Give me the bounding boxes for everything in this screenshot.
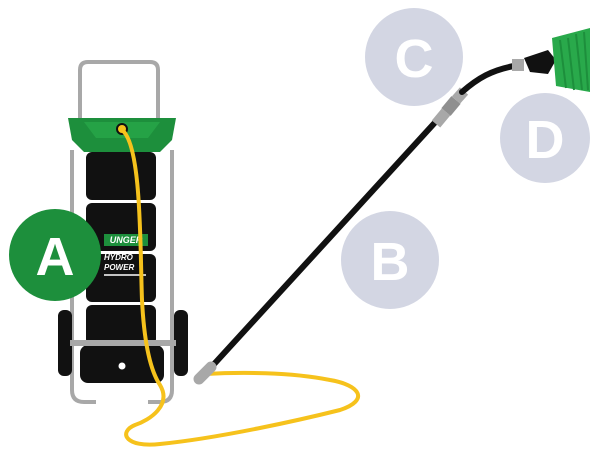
label-c-text: C	[395, 29, 434, 89]
label-b-marker: B	[341, 211, 439, 309]
unger-logo: UNGER HYDRO POWER	[104, 234, 148, 276]
pole-clamp-1	[431, 108, 451, 128]
tank-segment-3	[86, 254, 156, 302]
brand-logo-text: UNGER	[110, 235, 143, 245]
brand-product-line2: POWER	[104, 263, 134, 272]
cart-frame-right	[148, 150, 174, 404]
cart-handle	[78, 60, 160, 125]
pole-clamp-2	[441, 96, 461, 116]
wheel-right	[174, 310, 188, 376]
pole-end-cap	[193, 361, 217, 385]
brand-product-line1: HYDRO	[104, 253, 134, 262]
label-c-marker: C	[365, 8, 463, 106]
pole-shaft	[202, 114, 443, 377]
label-a-text: A	[36, 227, 75, 287]
gooseneck-adapter-icon	[459, 63, 517, 95]
wheel-left	[58, 310, 72, 376]
label-d-marker: D	[500, 93, 590, 183]
drain-port	[118, 362, 126, 370]
telescopic-pole-icon	[193, 28, 590, 385]
cart-frame-left	[70, 150, 96, 404]
water-hose-icon	[120, 128, 361, 447]
tank-segment-1	[86, 152, 156, 200]
label-d-text: D	[526, 110, 565, 170]
gooseneck-collar	[512, 59, 524, 71]
label-a-marker: A	[9, 209, 101, 301]
brush-head-icon	[524, 28, 590, 92]
label-b-text: B	[371, 232, 410, 292]
axle	[70, 340, 176, 346]
tank-segment-4	[86, 305, 156, 345]
